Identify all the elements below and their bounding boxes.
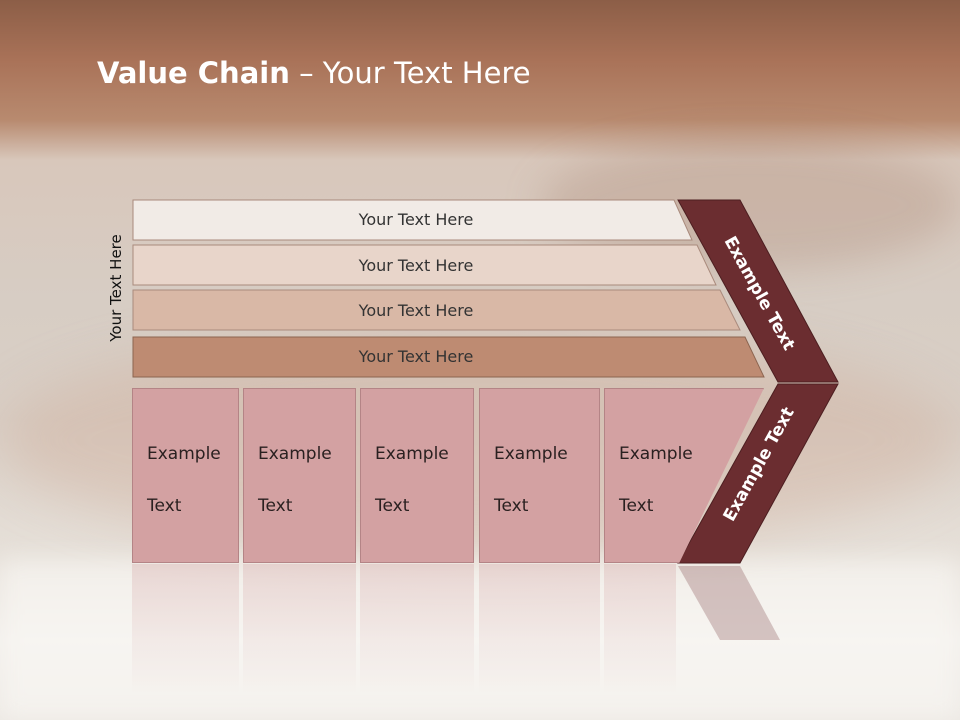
row-bar-2: [132, 244, 717, 286]
cell-reflection: [479, 564, 600, 694]
row-label-3: Your Text Here: [358, 301, 474, 320]
row-bar-1: [132, 199, 693, 241]
row-bar-4: [132, 336, 765, 378]
row-bar-3: [132, 289, 741, 331]
row-label-4: Your Text Here: [358, 347, 474, 366]
cell-reflection: [360, 564, 474, 694]
title-bold: Value Chain: [97, 56, 290, 90]
chevron-lower: [677, 383, 839, 564]
cell-reflection: [604, 564, 676, 694]
chevron-upper: [677, 199, 839, 383]
cell-reflection: [243, 564, 356, 694]
title-rest: – Your Text Here: [289, 56, 531, 90]
cell-reflection: [132, 564, 239, 694]
background-towel: [0, 560, 960, 720]
row-label-1: Your Text Here: [358, 210, 474, 229]
row-label-2: Your Text Here: [358, 256, 474, 275]
slide-title: Value Chain – Your Text Here: [97, 56, 531, 90]
chevron-reflection: [678, 566, 780, 640]
